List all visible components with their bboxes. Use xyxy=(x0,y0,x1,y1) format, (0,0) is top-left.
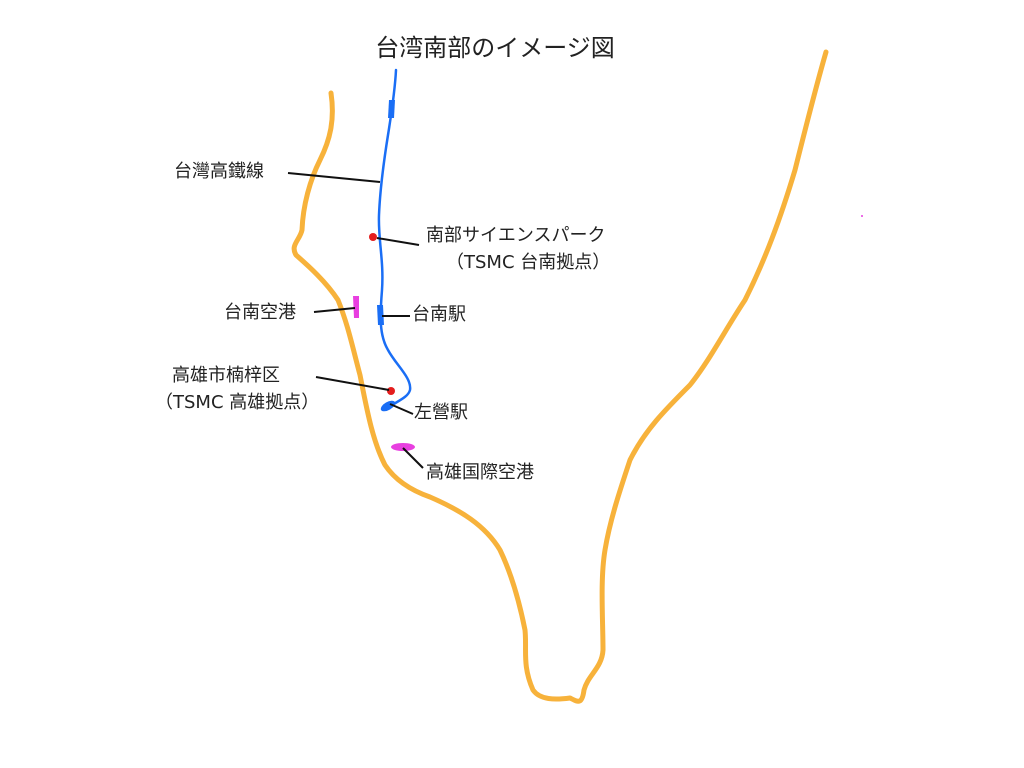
stray-dot xyxy=(861,215,863,217)
high-speed-rail-line xyxy=(377,68,412,410)
nanzi-dot xyxy=(387,387,395,395)
leader-kaohsiung-airport xyxy=(402,447,424,469)
kaohsiung-airport-mark xyxy=(391,443,415,451)
station-mark-zuoying xyxy=(380,400,396,412)
label-science-park-note: （TSMC 台南拠点） xyxy=(446,252,611,273)
label-science-park: 南部サイエンスパーク xyxy=(426,225,606,246)
leader-science-park xyxy=(376,237,420,246)
label-nanzi: 高雄市楠梓区 xyxy=(172,365,280,386)
leader-nanzi xyxy=(315,376,390,391)
label-nanzi-note: （TSMC 高雄拠点） xyxy=(155,392,320,413)
tainan-airport-mark xyxy=(353,296,359,318)
leader-rail xyxy=(287,172,381,183)
leader-lines xyxy=(287,172,424,469)
label-tainan-station: 台南駅 xyxy=(412,304,466,325)
leader-zuoying xyxy=(389,403,414,415)
coastline xyxy=(291,49,829,704)
map-title: 台湾南部のイメージ図 xyxy=(375,34,615,62)
label-tainan-airport: 台南空港 xyxy=(224,302,296,323)
station-mark-tainan xyxy=(377,305,384,325)
science-park-dot xyxy=(369,233,377,241)
label-rail-line: 台灣高鐵線 xyxy=(174,161,264,182)
label-kaohsiung-airport: 高雄国際空港 xyxy=(426,462,534,483)
label-zuoying-station: 左營駅 xyxy=(414,402,468,423)
station-mark-north xyxy=(388,100,395,118)
leader-tainan-airport xyxy=(313,307,356,313)
